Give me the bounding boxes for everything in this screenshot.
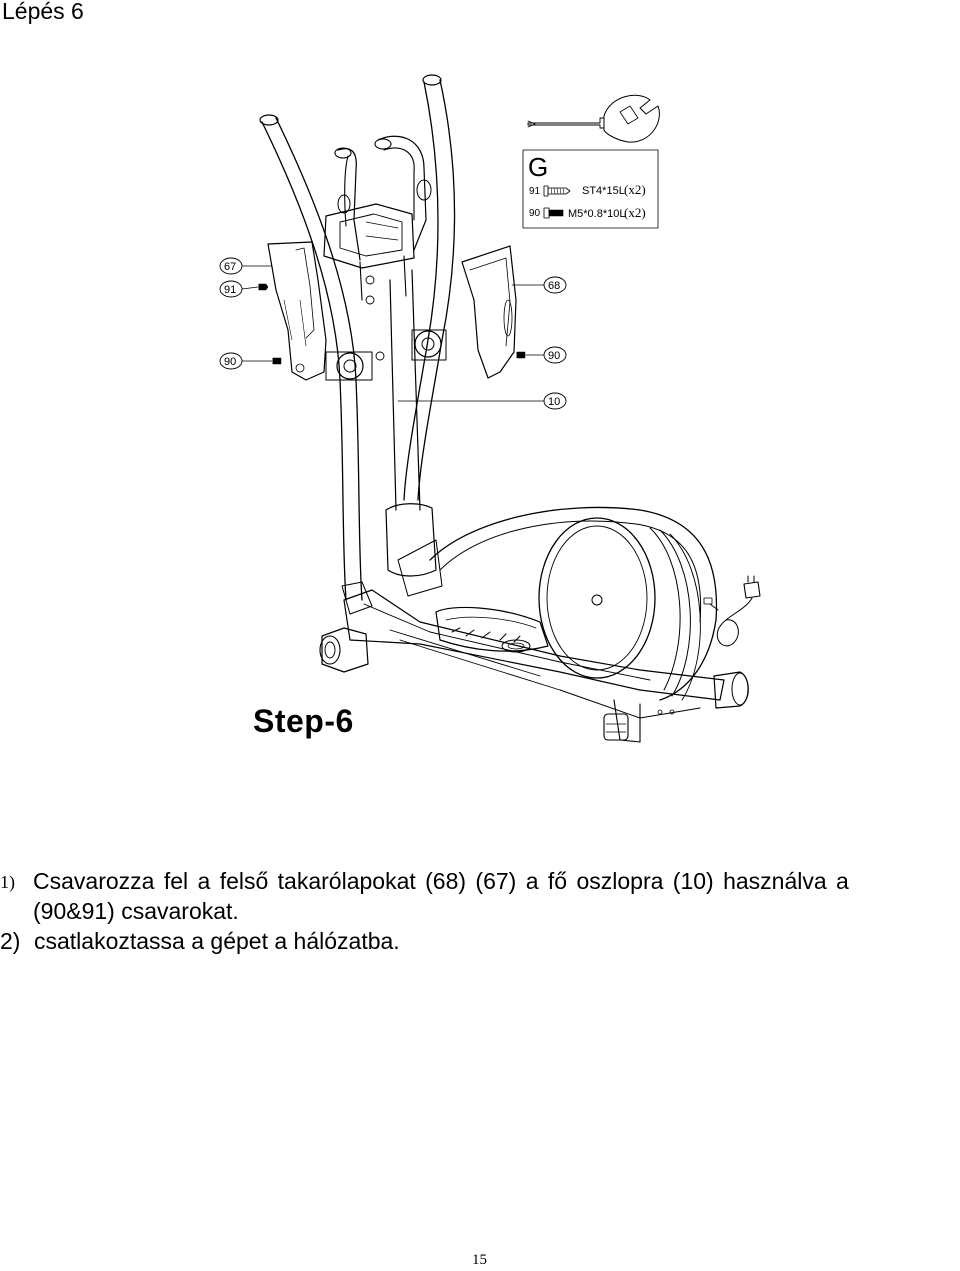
svg-text:10: 10	[548, 396, 560, 408]
svg-text:90: 90	[548, 350, 560, 362]
svg-text:91: 91	[224, 284, 236, 296]
step-heading: Step-6	[253, 703, 354, 739]
page-title: Lépés 6	[2, 0, 84, 24]
hardware-box: G 91 ST4*15L (x2) 90 M5*0.8*10L (x2)	[522, 149, 659, 229]
callout-90-left: 90	[219, 352, 282, 370]
instruction-item-1-continued: (90&91) csavarokat.	[0, 896, 960, 926]
hardware-box-letter: G	[528, 152, 548, 182]
hardware-part-90-number: 90	[529, 208, 541, 219]
power-adapter-icon	[703, 575, 761, 647]
hardware-part-91-qty: (x2)	[624, 182, 646, 197]
callout-68: 68	[511, 276, 567, 294]
hardware-part-91-spec: ST4*15L	[582, 185, 625, 197]
svg-text:90: 90	[224, 356, 236, 368]
page-number: 15	[472, 1252, 487, 1268]
svg-text:68: 68	[548, 280, 560, 292]
instruction-item-1-line-2: (90&91) csavarokat.	[33, 898, 239, 924]
wrench-icon	[527, 94, 660, 143]
hardware-part-91-number: 91	[529, 186, 541, 197]
assembly-diagram: G 91 ST4*15L (x2) 90 M5*0.8*10L (x2) 67 …	[219, 74, 761, 743]
callout-91: 91	[219, 280, 269, 298]
elliptical-trainer-drawing	[259, 74, 749, 743]
instruction-item-2: 2) csatlakoztassa a gépet a hálózatba.	[0, 926, 960, 956]
callout-90-right: 90	[516, 346, 567, 364]
hardware-part-90-spec: M5*0.8*10L	[568, 208, 626, 220]
instruction-item-2-number: 2)	[0, 928, 21, 954]
instruction-item-1-number: 1)	[0, 872, 15, 892]
screw-icon	[543, 185, 571, 197]
instruction-item-2-text: csatlakoztassa a gépet a hálózatba.	[34, 928, 400, 954]
instruction-item-1: 1) Csavarozza fel a felső takarólapokat …	[0, 866, 960, 896]
instructions: 1) Csavarozza fel a felső takarólapokat …	[0, 866, 960, 956]
callout-67: 67	[219, 257, 273, 275]
bolt-icon	[543, 207, 564, 219]
svg-text:67: 67	[224, 261, 236, 273]
hardware-part-90-qty: (x2)	[624, 205, 646, 220]
instruction-item-1-line-1: Csavarozza fel a felső takarólapokat (68…	[33, 868, 849, 894]
callout-10: 10	[397, 392, 567, 410]
